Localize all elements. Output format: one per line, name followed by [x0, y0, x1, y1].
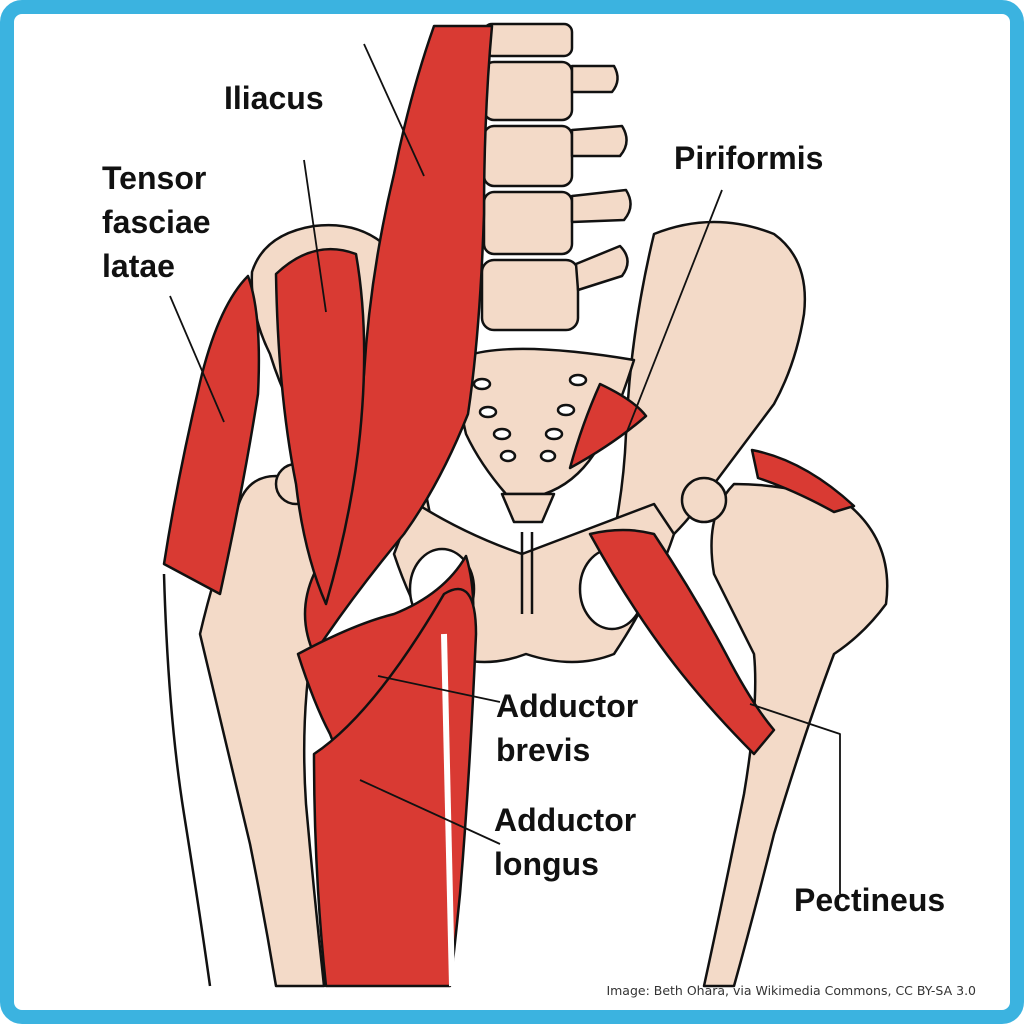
sacral-foramina [472, 373, 588, 463]
label-iliacus: Iliacus [224, 80, 324, 116]
transverse-process [570, 188, 632, 224]
sacral-foramen [539, 449, 557, 463]
gluteus-medius-insertion-muscle [750, 448, 856, 514]
leader-lines [169, 43, 841, 894]
muscles [162, 24, 856, 988]
vertebra [480, 258, 580, 332]
adductor-longus-leader-line [359, 779, 501, 845]
hip-muscle-diagram [162, 22, 889, 988]
label-tensor-fasciae-latae: Tensor fasciae latae [102, 160, 211, 284]
right-femur [702, 482, 889, 988]
lumbar-vertebrae [480, 22, 632, 332]
tensor-fasciae-latae-muscle [162, 274, 261, 596]
piriformis-muscle [568, 382, 648, 470]
label-piriformis: Piriformis [674, 140, 824, 176]
transverse-process [574, 244, 629, 292]
sacral-foramen [472, 377, 492, 391]
image-credit: Image: Beth Ohara, via Wikimedia Commons… [606, 983, 976, 998]
pectineus-muscle [588, 528, 776, 756]
sacral-foramen [492, 427, 512, 441]
transverse-process [570, 64, 619, 94]
vertebra [482, 124, 574, 188]
left-thigh-outline [162, 573, 212, 987]
label-adductor-brevis: Adductor brevis [496, 688, 639, 768]
iliacus-leader-line [303, 159, 327, 313]
iliacus-muscle [274, 247, 366, 606]
sacral-foramen [478, 405, 498, 419]
sacral-foramen [568, 373, 588, 387]
sacral-foramen [499, 449, 517, 463]
vertebra [482, 60, 574, 122]
coccyx [500, 492, 556, 524]
tensor-fasciae-latae-leader-line [169, 295, 225, 423]
psoas-leader-line [363, 43, 425, 177]
transverse-process [570, 124, 628, 158]
sacral-foramen [556, 403, 576, 417]
adductor-brevis-leader-line [377, 675, 501, 703]
piriformis-leader-line [625, 189, 723, 435]
label-pectineus: Pectineus [794, 882, 946, 918]
right-femoral-head [680, 476, 728, 524]
adductor-separator [441, 633, 455, 987]
vertebra [482, 190, 574, 256]
vertebra [482, 22, 574, 58]
sacral-foramen [544, 427, 564, 441]
label-adductor-longus: Adductor longus [494, 802, 637, 882]
pectineus-leader-line [749, 703, 841, 894]
